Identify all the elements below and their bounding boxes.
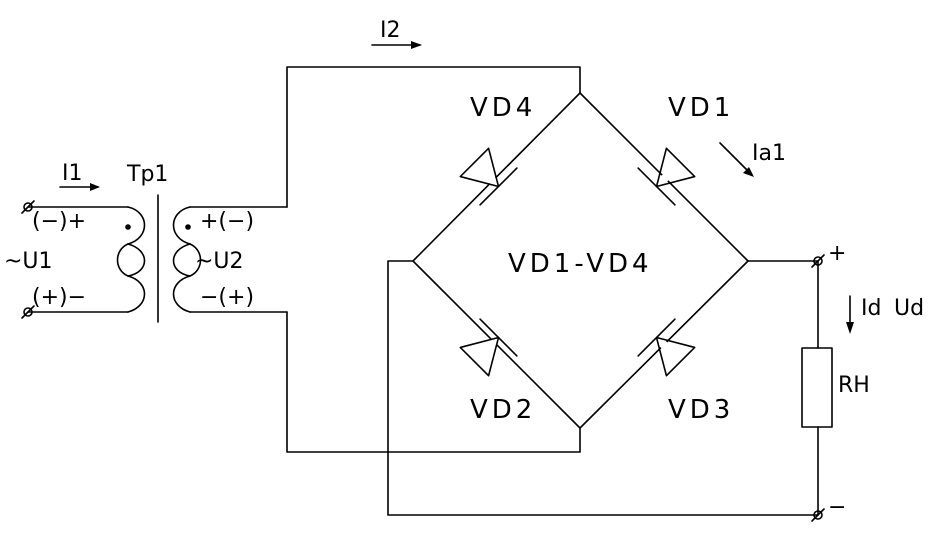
load-resistor-symbol [801,347,833,428]
label-load-resistor: RH [838,373,870,398]
label-primary-bottom-polarity: (+)− [32,285,86,310]
arrow-ia1 [719,142,754,177]
diode-vd4-symbol [459,147,518,206]
output-terminal-plus [811,254,825,268]
secondary-polarity-dot [185,224,191,230]
arrow-i1 [59,183,100,191]
label-id: Id [861,296,881,321]
label-secondary-top-polarity: +(−) [200,209,254,234]
label-output-plus: + [828,241,846,266]
primary-input-terminal-bottom [21,305,35,319]
diode-vd1-symbol [637,147,696,206]
primary-input-terminal-top [21,200,35,214]
label-vd4: VD4 [470,93,536,123]
diode-vd3-symbol [637,318,696,377]
wire-secondary-bottom [286,311,581,453]
arrow-i2 [371,41,422,49]
label-i1: I1 [62,161,83,186]
label-i2: I2 [380,18,401,43]
label-vd2: VD2 [470,395,536,425]
secondary-winding [172,206,288,313]
label-vd3: VD3 [668,395,734,425]
label-u1: ~U1 [4,249,53,274]
output-terminal-minus [811,508,825,522]
label-vd1: VD1 [668,93,734,123]
label-ud: Ud [894,296,924,321]
label-output-minus: − [828,495,846,520]
label-secondary-bottom-polarity: −(+) [200,285,254,310]
wire-secondary-top [286,66,581,208]
arrow-id [846,295,854,334]
primary-winding [27,206,146,313]
label-primary-top-polarity: (−)+ [32,209,86,234]
label-ia1: Ia1 [752,141,786,166]
label-u2: ~U2 [195,249,244,274]
label-bridge: VD1-VD4 [508,249,653,279]
label-transformer: Tp1 [126,162,168,187]
wire-return-minus [387,260,819,516]
diode-vd2-symbol [459,318,518,377]
primary-polarity-dot [125,224,131,230]
